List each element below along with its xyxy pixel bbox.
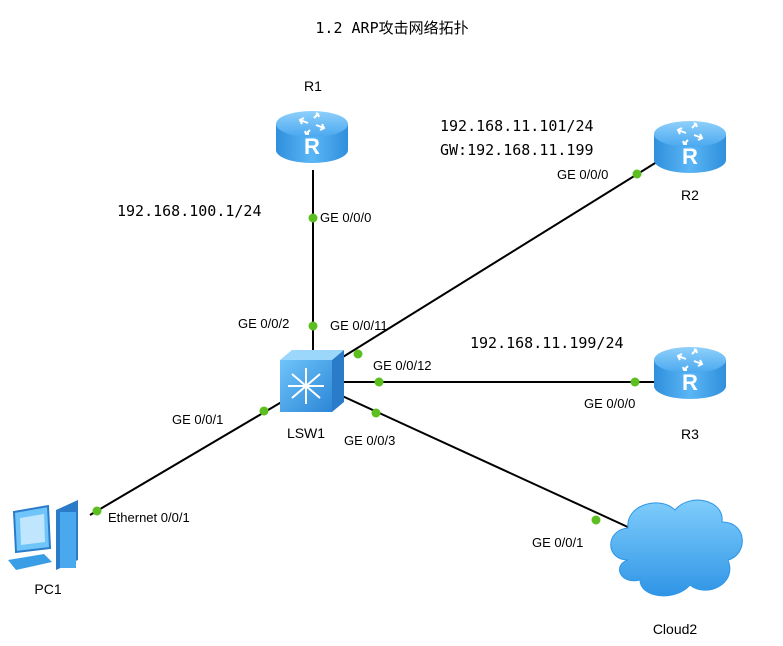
switch-icon (280, 350, 344, 412)
switch-lsw1[interactable]: LSW1 (280, 350, 344, 441)
device-label-lsw1: LSW1 (287, 425, 325, 441)
port-label-r1-ge000: GE 0/0/0 (320, 210, 371, 225)
device-label-r3: R3 (681, 426, 699, 442)
link-r2-lsw1 (329, 159, 661, 366)
link-pc1-lsw1 (89, 399, 286, 516)
port-label-r3-ge000: GE 0/0/0 (584, 396, 635, 411)
r2-ip-label: 192.168.11.101/24 (440, 117, 594, 135)
port-dot-r2 (632, 169, 642, 179)
port-dot-lsw-ge002 (308, 321, 318, 331)
router-icon (653, 346, 727, 400)
device-label-cloud2: Cloud2 (653, 621, 698, 637)
cloud-cloud2[interactable]: Cloud2 (610, 499, 743, 637)
port-dot-lsw-ge0011 (353, 349, 363, 359)
diagram-title: 1.2 ARP攻击网络拓扑 (315, 19, 468, 37)
port-label-r2-ge000: GE 0/0/0 (557, 167, 608, 182)
router-icon (275, 110, 349, 164)
r1-ip-label: 192.168.100.1/24 (117, 202, 262, 220)
router-icon (653, 120, 727, 174)
port-label-pc1-eth: Ethernet 0/0/1 (108, 510, 190, 525)
port-label-lsw-ge002: GE 0/0/2 (238, 316, 289, 331)
router-r1[interactable]: R1 (275, 78, 349, 164)
port-dot-lsw-ge0012 (374, 377, 384, 387)
pc-icon (8, 500, 78, 570)
port-dot-r3 (630, 377, 640, 387)
device-label-r2: R2 (681, 187, 699, 203)
r3-ip-label: 192.168.11.199/24 (470, 334, 624, 352)
port-label-lsw-ge003: GE 0/0/3 (344, 433, 395, 448)
port-dot-lsw-ge001 (259, 406, 269, 416)
port-dot-cloud2 (591, 515, 601, 525)
device-label-pc1: PC1 (34, 581, 61, 597)
router-r2[interactable]: R2 (653, 120, 727, 203)
device-label-r1: R1 (304, 78, 322, 94)
port-label-lsw-ge0012: GE 0/0/12 (373, 358, 432, 373)
port-label-lsw-ge001: GE 0/0/1 (172, 412, 223, 427)
pc-pc1[interactable]: PC1 (8, 500, 78, 597)
port-label-lsw-ge0011: GE 0/0/11 (330, 318, 388, 333)
port-dot-lsw-ge003 (371, 408, 381, 418)
port-dot-pc1 (92, 506, 102, 516)
port-dot-r1 (308, 213, 318, 223)
link-cloud2-lsw1 (339, 394, 631, 529)
router-r3[interactable]: R3 (653, 346, 727, 442)
cloud-icon (610, 499, 743, 597)
r2-gateway-label: GW:192.168.11.199 (440, 141, 594, 159)
port-label-cloud2-ge001: GE 0/0/1 (532, 535, 583, 550)
